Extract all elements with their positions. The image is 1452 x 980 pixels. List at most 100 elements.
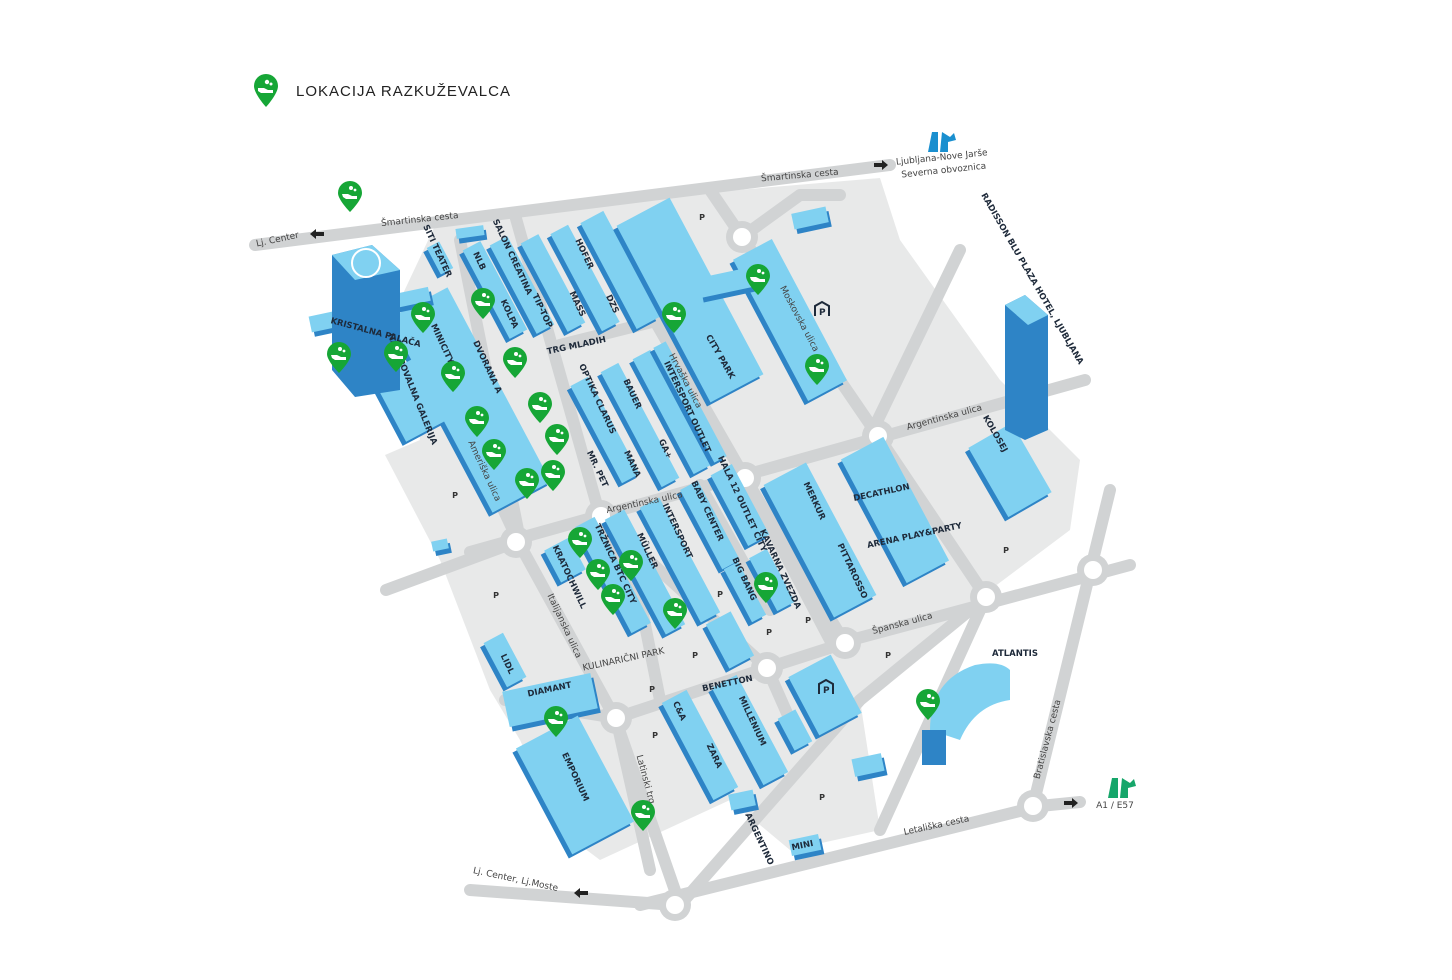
- building[interactable]: [719, 561, 767, 627]
- road: [464, 884, 681, 911]
- building[interactable]: [773, 709, 813, 755]
- building[interactable]: [628, 349, 712, 479]
- svg-text:P: P: [823, 686, 830, 696]
- label-atlantis: ATLANTIS: [992, 649, 1038, 659]
- sanitizer-pin-icon[interactable]: [568, 527, 592, 558]
- svg-text:P: P: [819, 308, 826, 318]
- building[interactable]: [649, 341, 728, 467]
- sanitizer-pin-icon[interactable]: [663, 598, 687, 629]
- building[interactable]: [791, 206, 832, 234]
- building[interactable]: [576, 210, 661, 334]
- building[interactable]: [455, 225, 488, 244]
- building[interactable]: [728, 789, 759, 815]
- sanitizer-pin-icon[interactable]: [631, 800, 655, 831]
- parking-label: P: [819, 793, 825, 802]
- atlantis-building[interactable]: [930, 663, 1010, 740]
- sanitizer-pin-icon[interactable]: [746, 264, 770, 295]
- sanitizer-pin-icon[interactable]: [471, 288, 495, 319]
- sanitizer-pin-icon[interactable]: [544, 706, 568, 737]
- parking-label: P: [885, 651, 891, 660]
- roads: [249, 159, 1136, 911]
- sanitizer-pin-icon[interactable]: [503, 347, 527, 378]
- sanitizer-pin-icon[interactable]: [528, 392, 552, 423]
- arrow-right-icon: [874, 160, 888, 170]
- building[interactable]: [479, 632, 527, 692]
- legend: LOKACIJA RAZKUŽEVALCA: [252, 74, 511, 108]
- parking-label: P: [717, 590, 723, 599]
- building[interactable]: [706, 464, 770, 551]
- sanitizer-pin-icon[interactable]: [619, 550, 643, 581]
- road: [249, 159, 896, 251]
- building[interactable]: [612, 197, 764, 407]
- sanitizer-pin-icon[interactable]: [601, 584, 625, 615]
- motorway-icon: [1108, 778, 1136, 798]
- building[interactable]: [759, 462, 877, 622]
- sanitizer-pin-icon[interactable]: [441, 361, 465, 392]
- building[interactable]: [676, 480, 741, 574]
- building[interactable]: [540, 537, 587, 587]
- sanitizer-pin-icon[interactable]: [482, 439, 506, 470]
- road: [380, 536, 522, 596]
- radisson-tower[interactable]: [1005, 295, 1048, 440]
- sanitizer-pin-icon[interactable]: [465, 406, 489, 437]
- sanitizer-pin-icon[interactable]: [411, 302, 435, 333]
- parking-garage-icon: P: [814, 300, 830, 318]
- sanitizer-pin-icon[interactable]: [916, 689, 940, 720]
- motorway-icon: [928, 132, 956, 152]
- sanitizer-pin-icon[interactable]: [586, 559, 610, 590]
- sanitizer-pin-icon[interactable]: [754, 572, 778, 603]
- sanitizer-pin-icon[interactable]: [327, 342, 351, 373]
- building[interactable]: [512, 715, 635, 859]
- building[interactable]: [701, 611, 755, 673]
- building[interactable]: [485, 236, 555, 338]
- parking-label: P: [452, 491, 458, 500]
- road: [864, 244, 966, 442]
- parking-label: P: [493, 591, 499, 600]
- building[interactable]: [635, 497, 721, 627]
- parking-label: P: [649, 685, 655, 694]
- road: [674, 591, 992, 911]
- building[interactable]: [546, 224, 621, 336]
- road: [739, 472, 836, 646]
- building[interactable]: [788, 834, 825, 861]
- sanitizer-pin-icon[interactable]: [545, 424, 569, 455]
- parking-label: P: [692, 651, 698, 660]
- road: [736, 189, 846, 243]
- building[interactable]: [502, 673, 601, 732]
- building[interactable]: [784, 654, 863, 740]
- building[interactable]: [596, 362, 680, 492]
- building[interactable]: [308, 311, 339, 337]
- building[interactable]: [431, 538, 452, 557]
- sanitizer-pin-icon[interactable]: [805, 354, 829, 385]
- building[interactable]: [707, 674, 789, 790]
- sanitizer-pin-icon[interactable]: [515, 468, 539, 499]
- parking-label: P: [805, 616, 811, 625]
- building[interactable]: [851, 753, 888, 782]
- building[interactable]: [657, 689, 739, 805]
- building[interactable]: [964, 422, 1053, 522]
- parking-garage-icon: P: [818, 678, 834, 696]
- sanitizer-pin-icon[interactable]: [384, 341, 408, 372]
- road: [1027, 484, 1116, 812]
- label-mini: MINI: [791, 839, 815, 853]
- parking-label: P: [766, 628, 772, 637]
- arrow-right-icon: [310, 229, 324, 239]
- sanitizer-pins: [327, 181, 940, 831]
- building[interactable]: [566, 376, 641, 488]
- building[interactable]: [422, 241, 454, 279]
- sanitizer-pin-icon[interactable]: [541, 460, 565, 491]
- building[interactable]: [571, 516, 652, 638]
- arrow-right-icon: [1064, 798, 1078, 808]
- legend-label: LOKACIJA RAZKUŽEVALCA: [296, 82, 511, 100]
- building[interactable]: [516, 234, 586, 336]
- parking-label: P: [1003, 546, 1009, 555]
- building[interactable]: [837, 436, 950, 588]
- street-a1: A1 / E57: [1096, 801, 1134, 811]
- building[interactable]: [385, 287, 552, 517]
- parking-label: P: [652, 731, 658, 740]
- sanitizer-pin-icon[interactable]: [662, 302, 686, 333]
- sanitizer-pin-icon: [254, 74, 278, 107]
- sanitizer-pin-icon[interactable]: [338, 181, 362, 212]
